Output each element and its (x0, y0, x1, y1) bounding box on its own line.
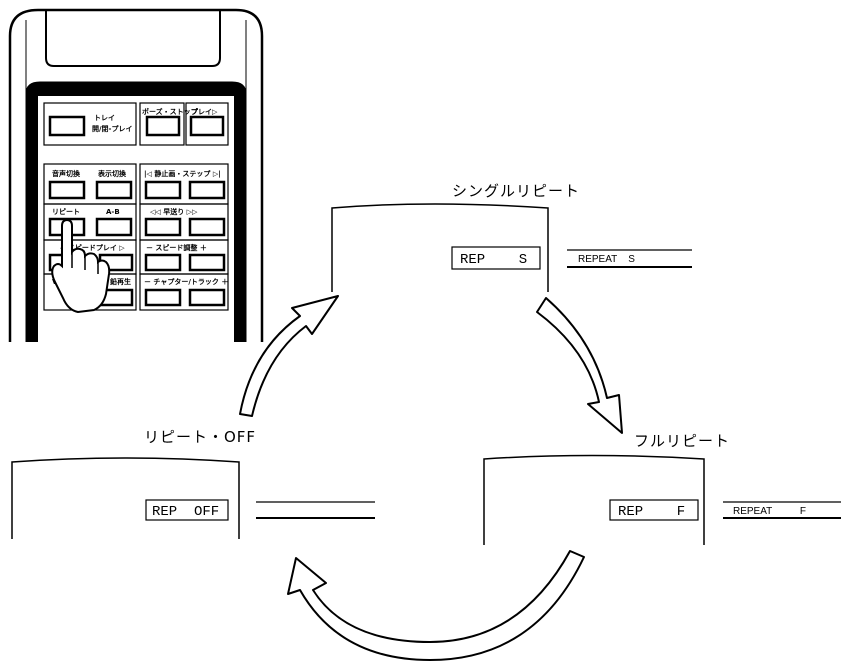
repeat-label: リピート (52, 207, 80, 216)
replay-label: 鉛再生 (110, 277, 131, 286)
chapter-label: － チャプター/トラック ＋ (144, 277, 228, 286)
full-repeat-indicator-text: REPEAT F (733, 506, 806, 517)
tray-label-2: 開/閉-プレイ (92, 124, 132, 133)
full-repeat-indicator: REPEAT F (723, 501, 841, 519)
repeat-off-osd-text: REP OFF (152, 504, 219, 520)
step-fwd-button[interactable] (188, 180, 226, 200)
repeat-off-title: リピート・OFF (144, 428, 256, 446)
repeat-off-indicator (256, 501, 375, 519)
search-label: ◁◁ 早送り ▷▷ (150, 207, 198, 216)
chapter-minus-button[interactable] (144, 288, 182, 307)
arrow-single-to-full-icon (536, 297, 623, 434)
display-button[interactable] (95, 180, 133, 200)
step-back-button[interactable] (144, 180, 182, 200)
pointing-hand-icon (51, 218, 111, 314)
pause-label: ポーズ・ストップ (142, 107, 199, 116)
full-repeat-title: フルリピート (634, 432, 730, 450)
play-button[interactable] (189, 115, 225, 137)
step-label: |◁ 静止画・ステップ ▷| (144, 169, 221, 179)
rewind-button[interactable] (144, 217, 182, 237)
play-label: プレイ▷ (191, 107, 218, 116)
repeat-off-osd (145, 499, 229, 521)
speed-minus-button[interactable] (144, 253, 182, 272)
chapter-plus-button[interactable] (188, 288, 226, 307)
single-repeat-indicator: REPEAT S (567, 249, 692, 268)
single-repeat-screen: REP S (331, 203, 549, 292)
ffwd-button[interactable] (188, 217, 226, 237)
remote-control: トレイ 開/閉-プレイ ポーズ・ストップ プレイ▷ 音声切換 表示切換 |◁ 静… (8, 8, 264, 342)
audio-label: 音声切換 (52, 169, 81, 178)
tray-label-1: トレイ (94, 114, 115, 122)
single-repeat-title: シングルリピート (452, 182, 580, 200)
single-repeat-osd (451, 246, 541, 270)
full-repeat-osd (609, 499, 699, 521)
display-label: 表示切換 (97, 169, 127, 178)
single-repeat-osd-text: REP S (460, 252, 527, 268)
arrow-full-to-off-icon (287, 550, 585, 661)
single-repeat-indicator-text: REPEAT S (578, 254, 635, 265)
speed-plus-button[interactable] (188, 253, 226, 272)
full-repeat-osd-text: REP F (618, 504, 685, 520)
tray-button[interactable] (48, 115, 86, 137)
arrow-off-to-single-icon (239, 295, 339, 417)
pause-button[interactable] (145, 115, 181, 137)
speedadj-label: － スピード調整 ＋ (146, 243, 207, 252)
audio-button[interactable] (48, 180, 86, 200)
ab-label: A-B (106, 208, 120, 216)
full-repeat-screen: REP F (483, 454, 705, 545)
ab-button[interactable] (95, 217, 133, 237)
speedplay-label: ◁ スピードプレイ ▷ (60, 243, 125, 252)
repeat-off-screen: REP OFF (11, 457, 240, 539)
